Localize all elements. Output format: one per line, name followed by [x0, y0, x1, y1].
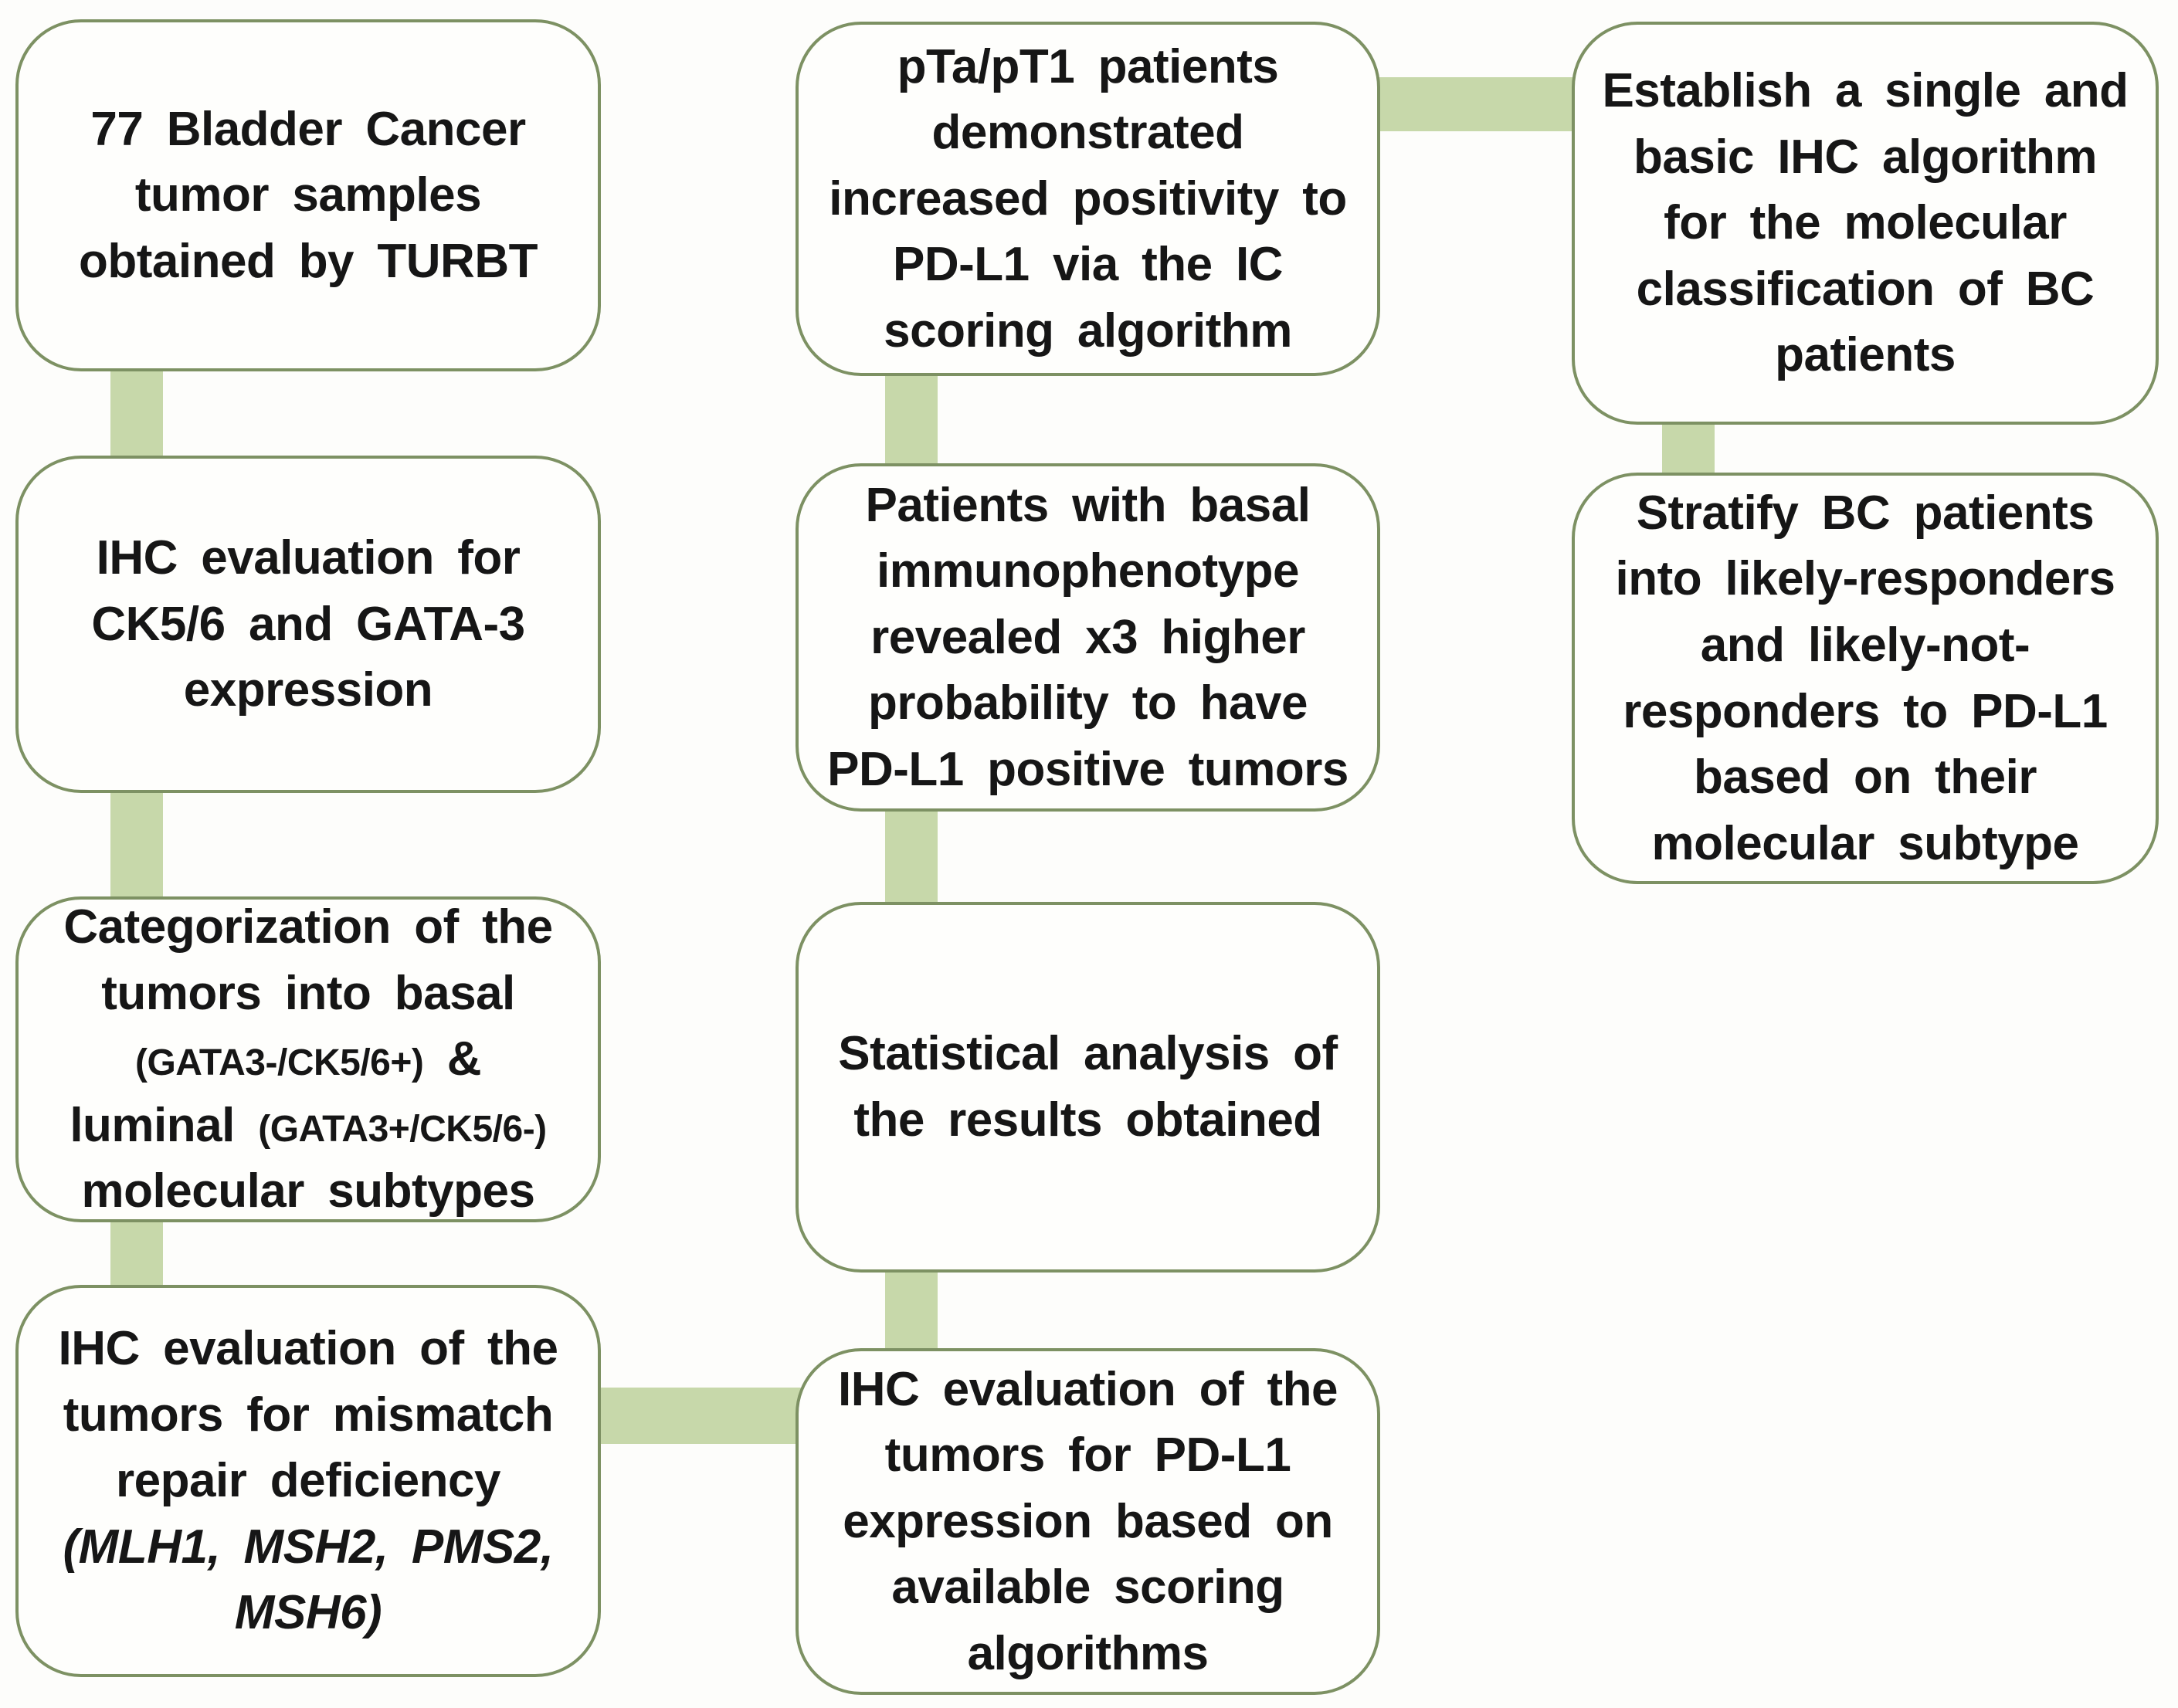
connector-categorization-to-mmr	[110, 1211, 163, 1296]
box-line: increased positivity to	[829, 171, 1347, 225]
connector-pdl1-eval-to-statistics	[885, 1260, 938, 1359]
box-line: classification of BC	[1636, 262, 2095, 316]
connector-pta-pt1-to-establish	[1369, 77, 1583, 131]
box-line: revealed x3 higher	[870, 610, 1305, 664]
box-line: responders to PD-L1	[1623, 684, 2108, 738]
box-line: tumors for PD-L1	[884, 1428, 1291, 1483]
box-line: expression based on	[843, 1494, 1333, 1548]
connector-basal-phenotype-to-pta-pt1	[885, 364, 938, 474]
box-line: immunophenotype	[876, 544, 1300, 598]
box-line: repair deficiency	[116, 1454, 500, 1508]
box-line: PD-L1 via the IC	[893, 238, 1283, 292]
box-line: into likely-responders	[1615, 552, 2115, 606]
box-line: Stratify BC patients	[1636, 486, 2095, 540]
basal-marker-code: (GATA3-/CK5/6+)	[134, 1042, 424, 1084]
box-line: based on their	[1693, 751, 2037, 805]
box-establish-ihc-algorithm: Establish a single and basic IHC algorit…	[1572, 22, 2159, 425]
box-stratify-bc-patients: Stratify BC patients into likely-respond…	[1572, 473, 2159, 884]
box-statistical-analysis: Statistical analysis of the results obta…	[796, 902, 1380, 1273]
box-line: 77 Bladder Cancer	[90, 102, 526, 156]
box-mismatch-repair-evaluation: IHC evaluation of the tumors for mismatc…	[15, 1285, 601, 1677]
box-line: Categorization of the	[63, 900, 553, 954]
box-line: the results obtained	[853, 1093, 1322, 1147]
luminal-marker-code: (GATA3+/CK5/6-)	[258, 1108, 547, 1150]
box-line: available scoring	[891, 1561, 1284, 1615]
box-line: algorithms	[967, 1626, 1209, 1680]
gene-list-line: MSH6)	[234, 1586, 382, 1640]
box-categorization-subtypes: Categorization of the tumors into basal …	[15, 896, 601, 1222]
box-line: IHC evaluation for	[96, 531, 521, 585]
connector-ihc-markers-to-categorization	[110, 781, 163, 907]
box-line: for the molecular	[1664, 196, 2067, 250]
box-line: Establish a single and	[1602, 64, 2129, 118]
box-tumor-samples: 77 Bladder Cancer tumor samples obtained…	[15, 19, 601, 371]
connector-establish-to-stratify	[1662, 413, 1715, 483]
box-line: PD-L1 positive tumors	[827, 742, 1349, 796]
connector-statistics-to-basal-phenotype	[885, 800, 938, 913]
box-line: molecular subtype	[1651, 816, 2079, 870]
box-pdl1-evaluation: IHC evaluation of the tumors for PD-L1 e…	[796, 1348, 1380, 1695]
box-line: IHC evaluation of the	[58, 1322, 558, 1376]
box-line: basic IHC algorithm	[1634, 130, 2098, 184]
box-line: tumor samples	[134, 168, 482, 222]
box-line: demonstrated	[931, 106, 1244, 160]
luminal-word: luminal	[70, 1098, 235, 1152]
ampersand: &	[446, 1032, 482, 1086]
box-line: obtained by TURBT	[79, 234, 538, 288]
box-line: molecular subtypes	[81, 1164, 535, 1218]
box-line: and likely-not-	[1700, 618, 2030, 672]
box-line: patients	[1775, 328, 1956, 382]
box-line: IHC evaluation of the	[837, 1362, 1338, 1416]
connector-mmr-to-pdl1-eval	[591, 1388, 807, 1444]
gene-list-line: (MLH1, MSH2, PMS2,	[63, 1520, 554, 1574]
box-basal-immunophenotype-probability: Patients with basal immunophenotype reve…	[796, 463, 1380, 812]
box-line: Patients with basal	[865, 478, 1311, 532]
box-line: Statistical analysis of	[838, 1027, 1338, 1081]
box-line: (GATA3-/CK5/6+) &	[134, 1026, 482, 1093]
box-line: probability to have	[868, 676, 1308, 730]
box-line: expression	[183, 663, 433, 717]
box-pta-pt1-positivity: pTa/pT1 patients demonstrated increased …	[796, 22, 1380, 376]
box-line: CK5/6 and GATA-3	[91, 597, 525, 651]
box-line: tumors into basal	[101, 966, 515, 1020]
box-ihc-evaluation-ck56-gata3: IHC evaluation for CK5/6 and GATA-3 expr…	[15, 456, 601, 793]
box-line: pTa/pT1 patients	[897, 39, 1279, 93]
connector-samples-to-ihc-markers	[110, 359, 163, 467]
box-line: tumors for mismatch	[63, 1388, 554, 1442]
box-line: luminal (GATA3+/CK5/6-)	[70, 1093, 547, 1159]
box-line: scoring algorithm	[884, 303, 1292, 358]
